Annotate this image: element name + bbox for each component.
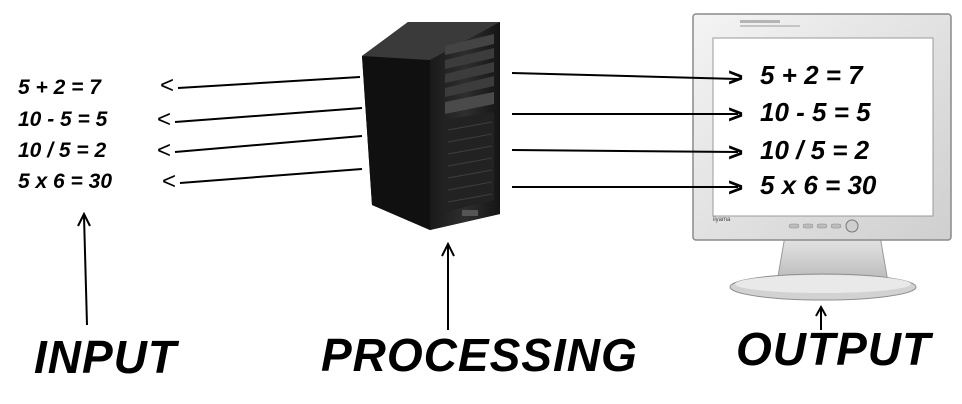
input-arrow-1 <box>177 76 361 89</box>
input-equation-3: 10 / 5 = 2 <box>18 139 107 162</box>
output-arrowhead-1: > <box>728 62 744 92</box>
label-pointers <box>77 211 827 330</box>
output-arrowhead-2: > <box>728 99 744 129</box>
output-equation-3: 10 / 5 = 2 <box>760 135 870 165</box>
monitor-icon <box>692 13 952 301</box>
output-arrows <box>511 72 739 188</box>
output-arrow-1 <box>511 72 739 80</box>
input-arrowhead-3: < <box>157 137 172 164</box>
input-arrowhead-2: < <box>157 106 172 133</box>
input-equation-1: 5 + 2 = 7 <box>18 76 101 99</box>
input-arrowhead-1: < <box>160 72 175 99</box>
output-arrow-3 <box>511 149 739 153</box>
input-arrow-3 <box>174 135 363 153</box>
input-arrows <box>174 76 363 184</box>
input-equation-4: 5 x 6 = 30 <box>18 170 112 193</box>
output-label: OUTPUT <box>736 323 932 375</box>
input-equation-2: 10 - 5 = 5 <box>18 108 108 131</box>
output-equation-4: 5 x 6 = 30 <box>760 170 877 200</box>
monitor-brand-logo: iiyama <box>713 217 731 223</box>
output-arrowhead-4: > <box>728 172 744 202</box>
input-arrow-2 <box>174 107 363 123</box>
input-label: INPUT <box>34 331 177 383</box>
processing-label: PROCESSING <box>321 329 638 381</box>
input-pointer-arrow <box>83 215 88 326</box>
output-equation-1: 5 + 2 = 7 <box>760 60 863 90</box>
computer-tower-icon <box>362 22 500 230</box>
input-arrow-4 <box>179 168 363 184</box>
output-arrowhead-3: > <box>728 137 744 167</box>
input-arrowhead-4: < <box>162 168 177 195</box>
output-equation-2: 10 - 5 = 5 <box>760 97 871 127</box>
